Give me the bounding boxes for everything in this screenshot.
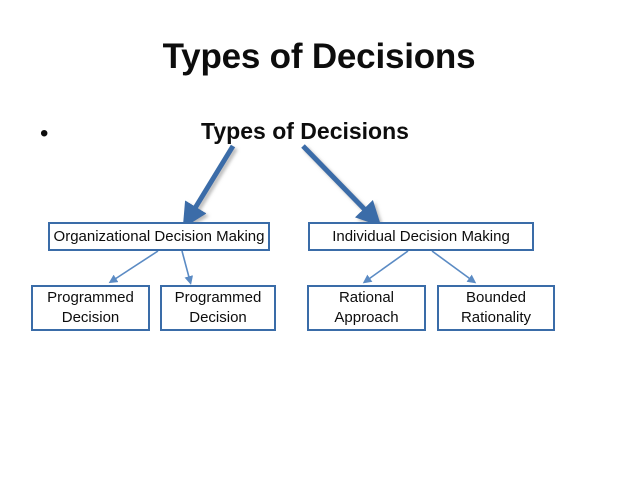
page-title: Types of Decisions: [162, 37, 476, 76]
connector-individual-to-bounded-rationality: [431, 250, 477, 284]
connector-root-to-organizational: [182, 144, 236, 229]
node-bounded-rationality[interactable]: Bounded Rationality: [437, 285, 555, 331]
node-label: Organizational Decision Making: [53, 227, 265, 245]
node-label: Bounded Rationality: [460, 289, 532, 326]
subtitle-text: Types of Decisions: [201, 118, 409, 144]
node-label: Programmed Decision: [47, 289, 134, 326]
node-label: Individual Decision Making: [332, 227, 510, 245]
node-label: Programmed Decision: [174, 289, 262, 326]
node-programmed-decision-1[interactable]: Programmed Decision: [31, 285, 150, 331]
node-individual-decision-making[interactable]: Individual Decision Making: [308, 222, 534, 251]
connector-root-to-individual: [301, 144, 382, 227]
connector-organizational-to-programmed-1: [108, 250, 159, 284]
node-organizational-decision-making[interactable]: Organizational Decision Making: [48, 222, 270, 251]
node-rational-approach[interactable]: Rational Approach: [307, 285, 426, 331]
bullet-glyph: •: [40, 120, 49, 147]
connector-individual-to-rational-approach: [362, 250, 409, 284]
node-programmed-decision-2[interactable]: Programmed Decision: [160, 285, 276, 331]
node-label: Rational Approach: [334, 289, 399, 326]
bullet-row: • Types of Decisions: [0, 116, 638, 148]
connector-organizational-to-programmed-2: [181, 250, 194, 285]
